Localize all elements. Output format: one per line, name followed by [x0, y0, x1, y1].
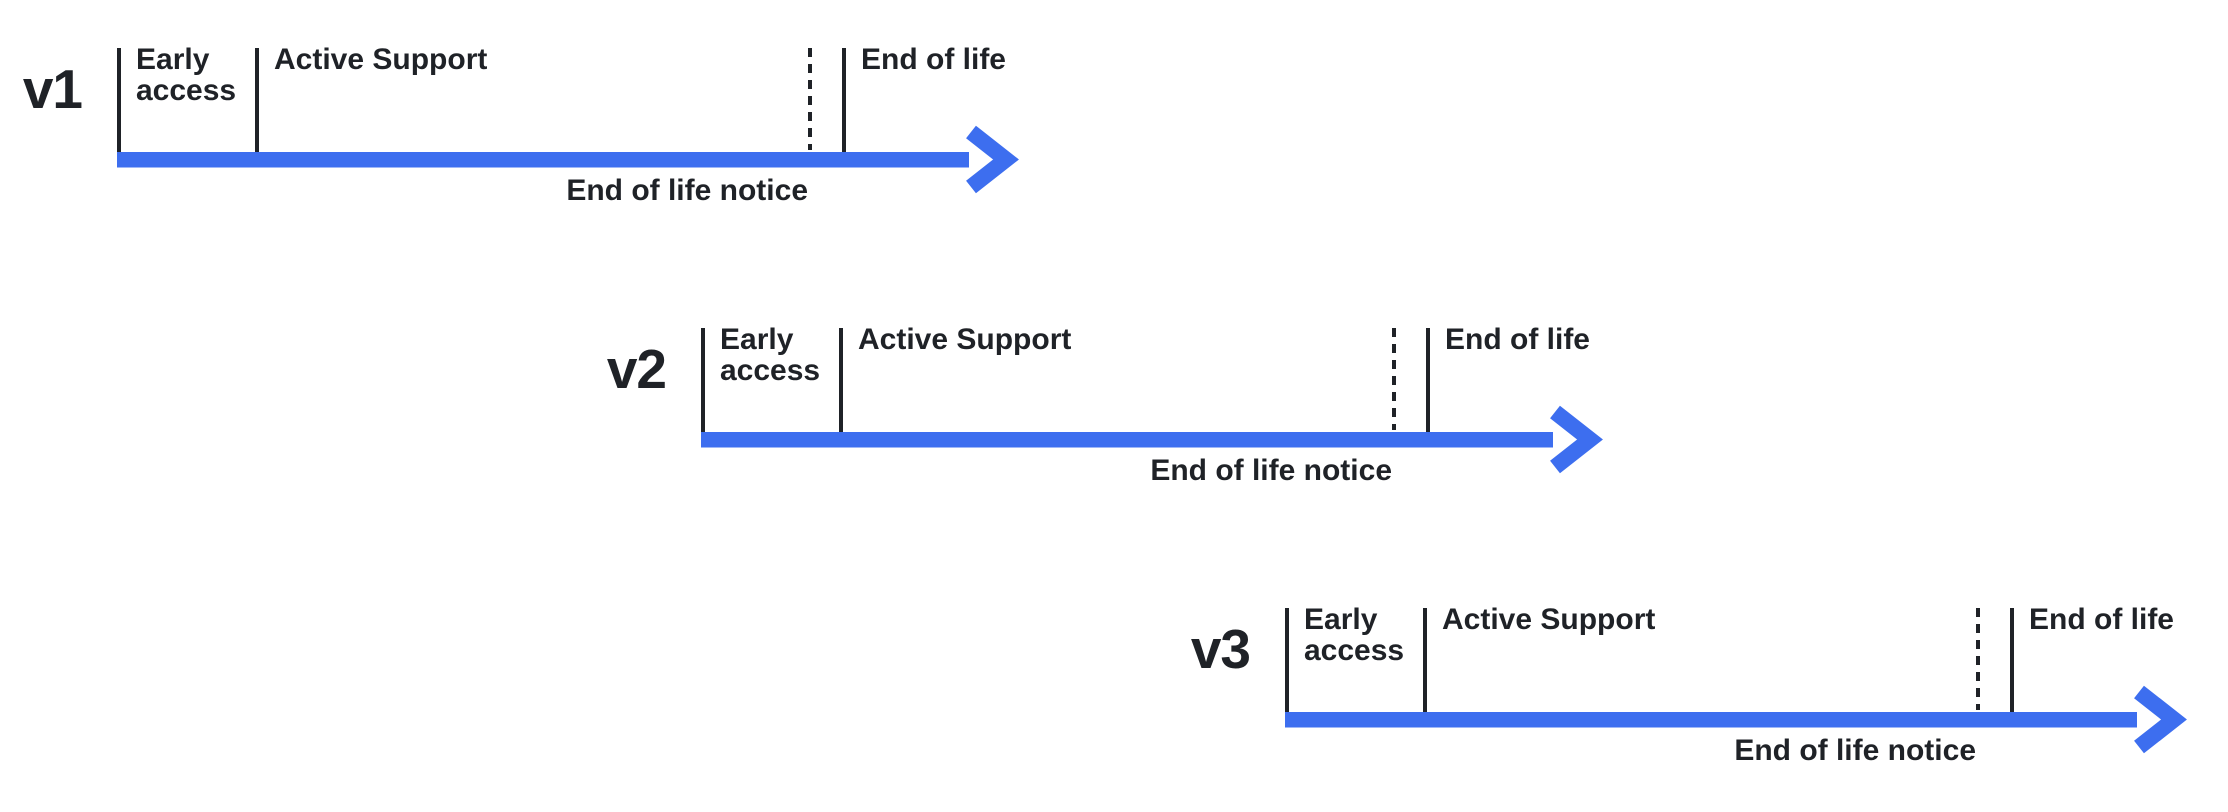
early-access-start-tick	[701, 328, 705, 432]
end-of-life-notice-tick	[1976, 608, 1980, 710]
timeline-v3: v3 Early access Active Support End of li…	[1191, 604, 2228, 798]
timeline-arrow-icon	[117, 125, 1019, 194]
timeline-arrow-icon	[701, 405, 1603, 474]
early-access-label: Early access	[1304, 603, 1405, 667]
end-of-life-notice-label: End of life notice	[1734, 734, 1976, 767]
timeline-v1: v1 Early access Active Support End of li…	[23, 44, 1127, 238]
active-support-label: Active Support	[858, 323, 1072, 356]
end-of-life-notice-tick	[1392, 328, 1396, 430]
end-of-life-label: End of life	[1445, 323, 1590, 356]
version-label: v2	[606, 338, 667, 400]
active-support-label: Active Support	[274, 43, 488, 76]
end-of-life-tick	[842, 48, 846, 152]
timeline-arrow-icon	[1285, 685, 2187, 754]
active-support-start-tick	[839, 328, 843, 432]
end-of-life-notice-label: End of life notice	[1150, 454, 1392, 487]
early-access-label: Early access	[136, 43, 237, 107]
end-of-life-notice-tick	[808, 48, 812, 150]
version-label: v1	[22, 58, 83, 120]
early-access-label: Early access	[720, 323, 821, 387]
version-label: v3	[1190, 618, 1251, 680]
active-support-label: Active Support	[1442, 603, 1656, 636]
active-support-start-tick	[1423, 608, 1427, 712]
early-access-start-tick	[117, 48, 121, 152]
end-of-life-tick	[2010, 608, 2014, 712]
timeline-v2: v2 Early access Active Support End of li…	[607, 324, 1711, 518]
end-of-life-label: End of life	[2029, 603, 2174, 636]
end-of-life-tick	[1426, 328, 1430, 432]
early-access-start-tick	[1285, 608, 1289, 712]
end-of-life-label: End of life	[861, 43, 1006, 76]
end-of-life-notice-label: End of life notice	[566, 174, 808, 207]
active-support-start-tick	[255, 48, 259, 152]
